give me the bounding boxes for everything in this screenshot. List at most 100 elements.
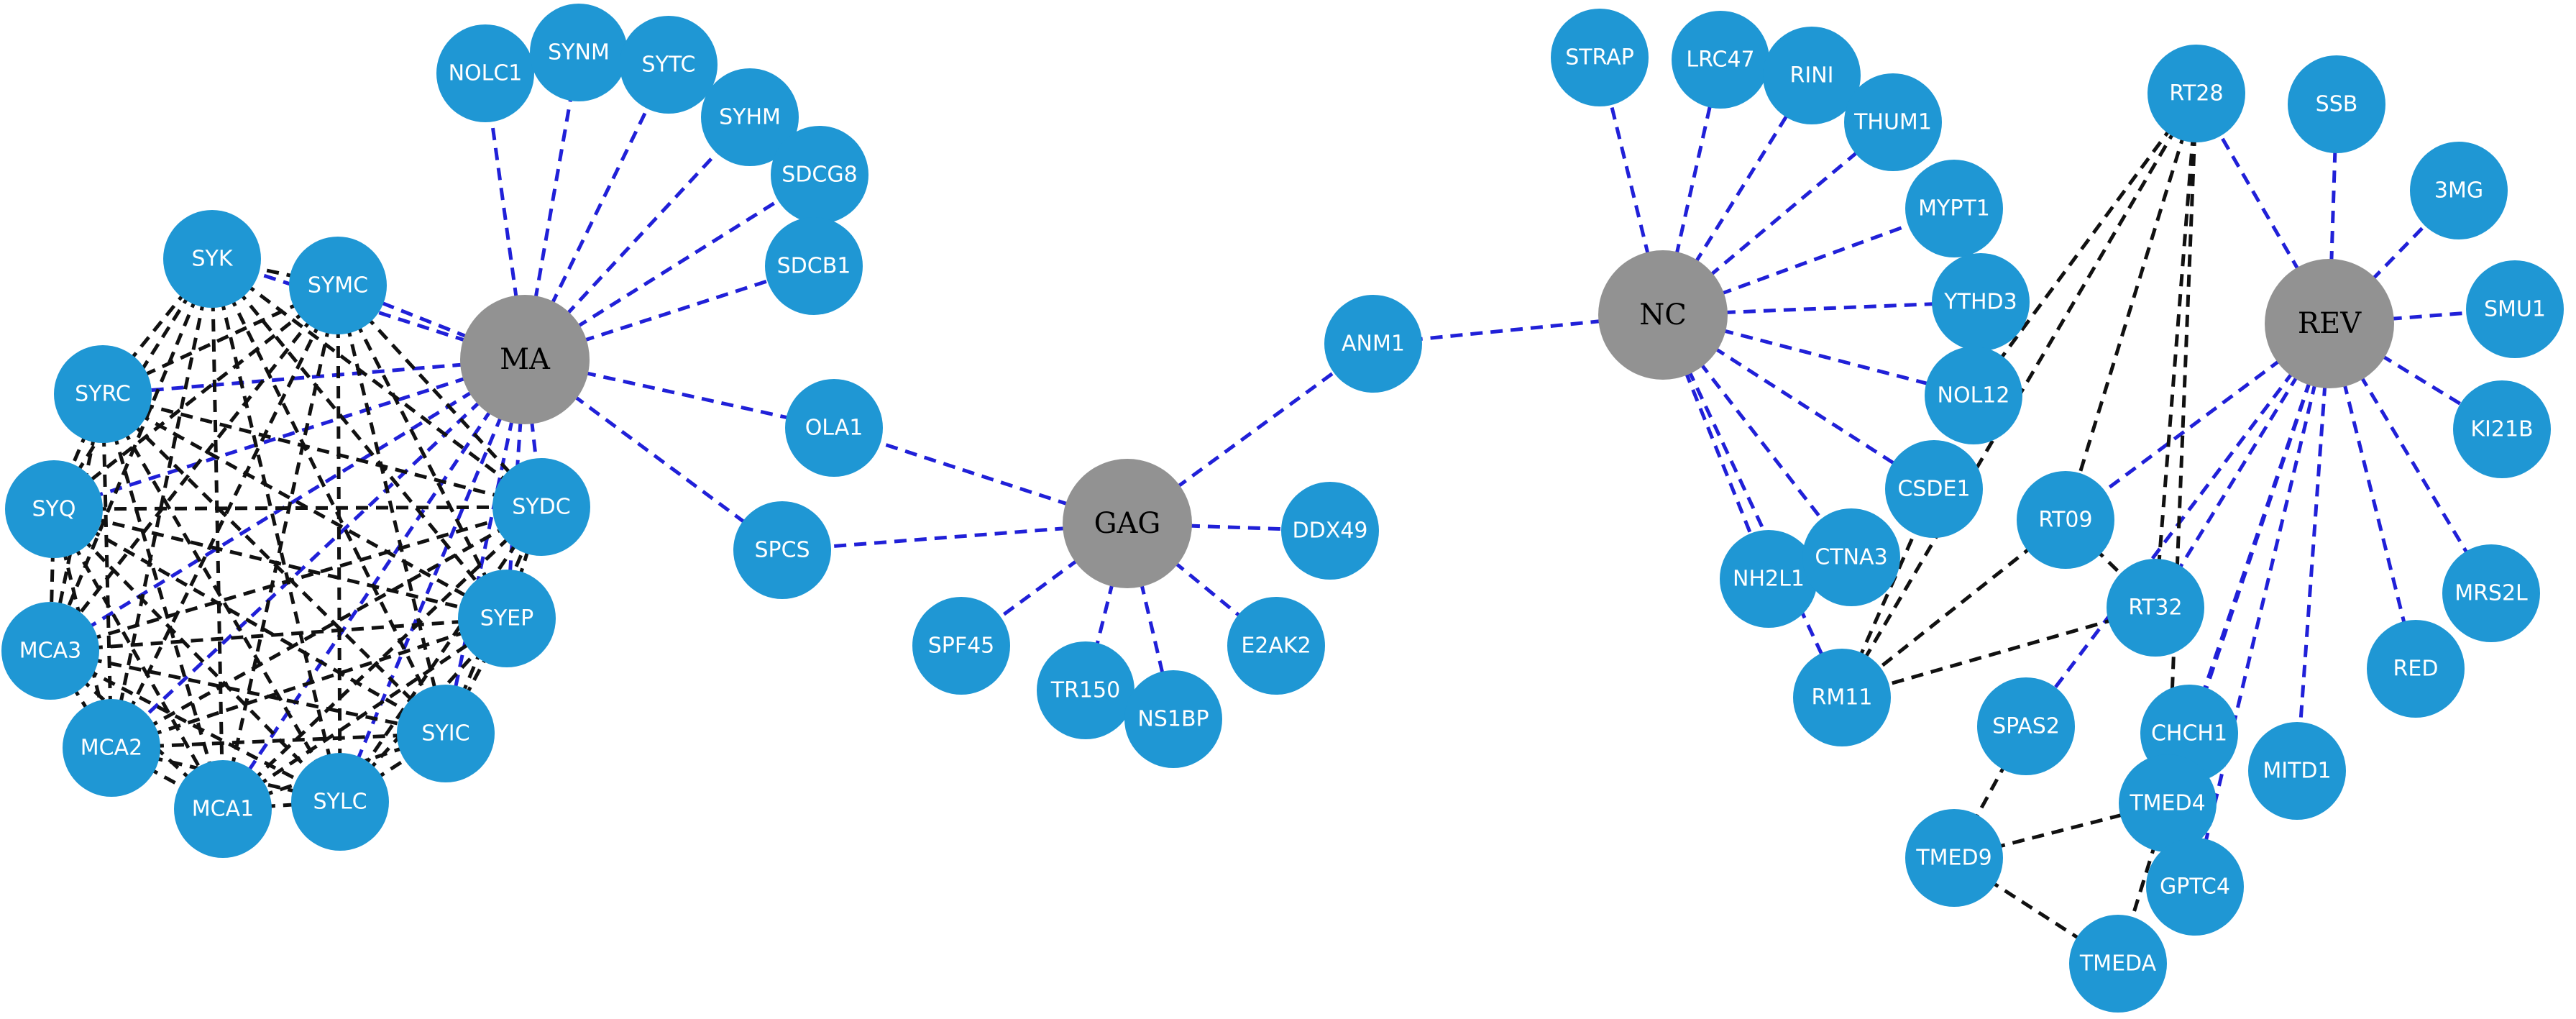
edge-syk-syep [211, 257, 508, 620]
node-circle [1598, 250, 1728, 380]
node-label: SYNM [548, 40, 610, 65]
edge-ma-syrc [102, 357, 526, 396]
node-circle [530, 4, 628, 101]
edge-ma-sdcg8 [523, 173, 821, 362]
host-node-mca3: MCA3 [1, 602, 99, 700]
node-circle [2069, 915, 2167, 1013]
node-label: SYHM [719, 105, 781, 130]
host-node-syic: SYIC [397, 685, 495, 782]
node-circle [1844, 73, 1942, 171]
node-circle [2146, 838, 2244, 936]
node-label: CHCH1 [2151, 721, 2227, 746]
edge-syk-sydc [211, 257, 543, 508]
host-node-spcs: SPCS [733, 501, 831, 599]
host-node-spas2: SPAS2 [1977, 677, 2075, 775]
edge-syrc-mca1 [101, 393, 225, 810]
node-circle [492, 458, 590, 556]
node-label: OLA1 [805, 416, 863, 441]
node-circle [1227, 597, 1325, 695]
edge-symc-mca1 [221, 285, 340, 810]
node-circle [1763, 27, 1861, 124]
host-node-ola1: OLA1 [785, 379, 883, 477]
edge-syk-syic [210, 257, 448, 735]
node-circle [163, 210, 261, 308]
node-label: CTNA3 [1815, 545, 1887, 570]
host-node-syk: SYK [163, 210, 261, 308]
node-label: RT09 [2038, 508, 2092, 533]
host-node-mca2: MCA2 [63, 699, 160, 797]
virus-node-ma: MA [460, 295, 590, 424]
host-node-syrc: SYRC [54, 345, 152, 443]
node-label: NC [1639, 298, 1687, 332]
host-node-lrc47: LRC47 [1672, 11, 1769, 109]
node-circle [1037, 641, 1135, 739]
host-node-syhm: SYHM [701, 68, 799, 166]
node-circle [1, 602, 99, 700]
edge-syk-mca1 [210, 258, 225, 810]
host-node-ki21b: KI21B [2453, 380, 2551, 478]
node-label: RINI [1790, 63, 1834, 88]
node-label: LRC47 [1686, 47, 1754, 73]
host-node-symc: SYMC [289, 237, 387, 334]
node-circle [2367, 620, 2465, 718]
node-label: SMU1 [2484, 297, 2546, 322]
host-node-tmeda: TMEDA [2069, 915, 2167, 1013]
node-circle [1720, 530, 1818, 628]
host-node-ddx49: DDX49 [1281, 482, 1379, 580]
edge-rt28-nol12 [1971, 92, 2199, 397]
edge-mca2-syep [111, 616, 508, 750]
node-label: ANM1 [1342, 332, 1405, 357]
node-circle [397, 685, 495, 782]
node-circle [1672, 11, 1769, 109]
edge-gag-spcs [781, 521, 1128, 552]
node-label: YTHD3 [1943, 290, 2017, 315]
edge-nc-csde1 [1661, 313, 1935, 491]
node-label: 3MG [2434, 178, 2483, 204]
node-label: RT32 [2128, 595, 2182, 621]
edge-symc-syep [336, 284, 509, 620]
edge-rev-tmed4 [2165, 323, 2332, 804]
node-circle [1925, 347, 2022, 444]
node-label: NOL12 [1938, 383, 2010, 408]
edge-ma-mca3 [49, 357, 526, 653]
node-circle [620, 16, 718, 114]
edge-mca3-sylc [49, 649, 342, 804]
node-circle [5, 460, 103, 558]
virus-node-nc: NC [1598, 250, 1728, 380]
node-label: MYPT1 [1918, 196, 1990, 221]
node-circle [771, 126, 868, 224]
node-label: SYRC [75, 382, 131, 407]
edge-rt28-rt09 [2063, 93, 2199, 521]
node-label: SYMC [308, 273, 368, 298]
edge-rev-rt32 [2153, 322, 2332, 609]
host-node-rt28: RT28 [2148, 45, 2245, 142]
host-node-mrs2l: MRS2L [2442, 544, 2540, 642]
node-circle [1281, 482, 1379, 580]
node-circle [1932, 253, 2030, 351]
edge-ma-syhm [523, 116, 751, 361]
host-node-ythd3: YTHD3 [1932, 253, 2030, 351]
host-node-nh2l1: NH2L1 [1720, 530, 1818, 628]
node-circle [912, 597, 1010, 695]
node-circle [765, 217, 863, 315]
node-label: SYDC [512, 495, 570, 520]
host-node-rm11: RM11 [1793, 649, 1891, 746]
node-label: STRAP [1565, 45, 1634, 70]
edge-ma-mca2 [110, 358, 526, 749]
node-circle [460, 295, 590, 424]
node-circle [54, 345, 152, 443]
edge-mca3-syic [50, 649, 446, 736]
host-node-spf45: SPF45 [912, 597, 1010, 695]
edge-syq-mca1 [52, 508, 225, 810]
edge-syrc-mca2 [101, 393, 114, 749]
edge-rt32-rm11 [1841, 606, 2156, 700]
host-node-thum1: THUM1 [1844, 73, 1942, 171]
node-label: SDCG8 [781, 163, 857, 188]
node-circle [436, 24, 534, 122]
edge-rev-mitd1 [2295, 323, 2332, 772]
host-node-mypt1: MYPT1 [1905, 160, 2003, 257]
edge-symc-syic [336, 285, 448, 734]
node-circle [1793, 649, 1891, 746]
host-node-nolc1: NOLC1 [436, 24, 534, 122]
